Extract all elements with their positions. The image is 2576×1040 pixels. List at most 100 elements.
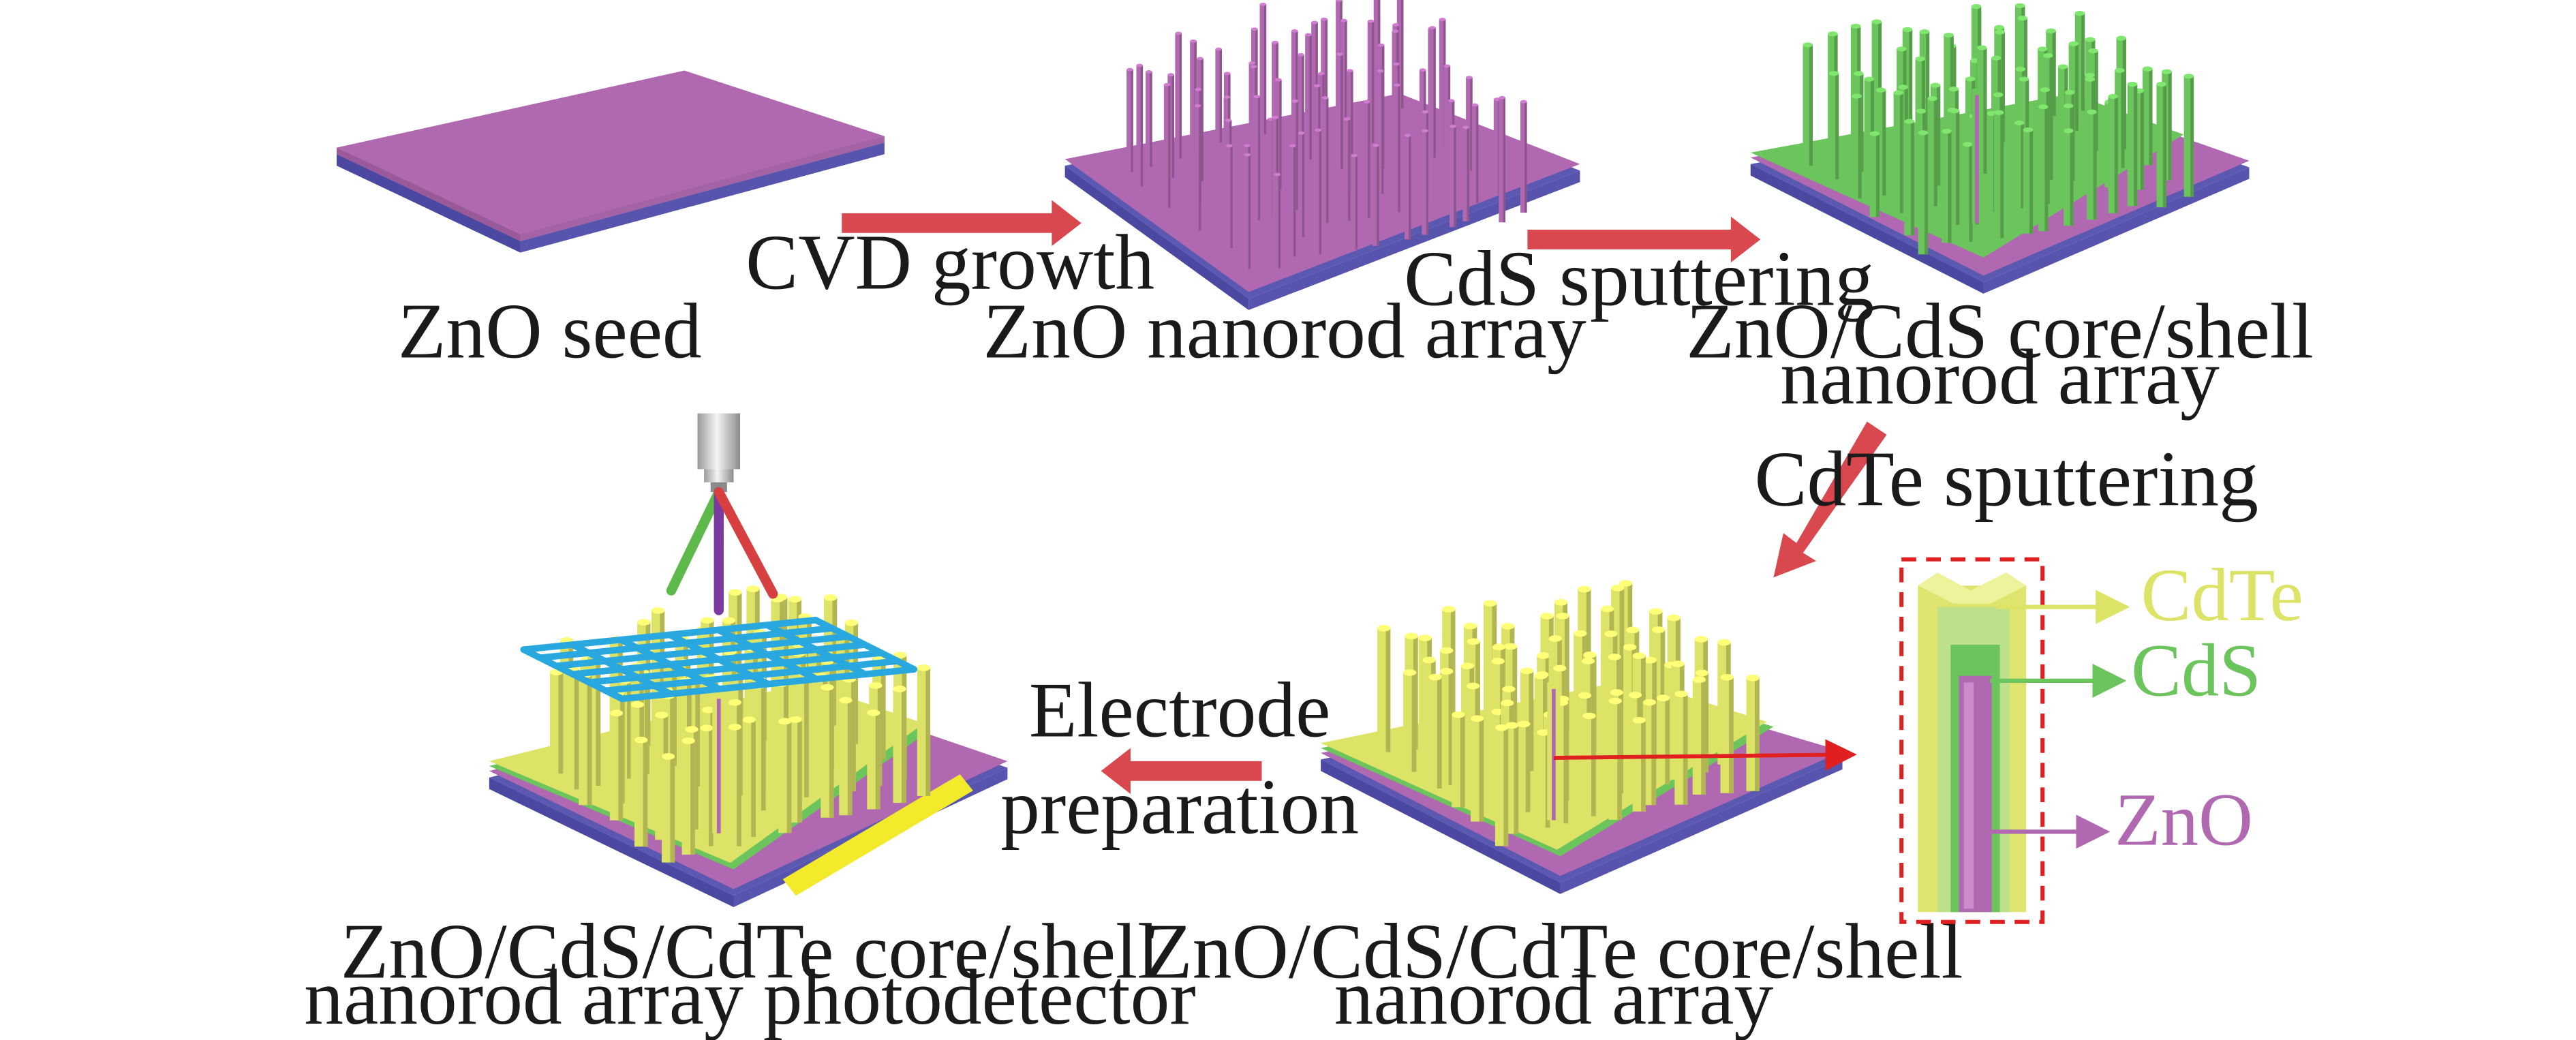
nanorod-tip xyxy=(1553,664,1567,672)
nanorod-tip xyxy=(1994,25,2004,30)
nanorod-tip xyxy=(1404,134,1411,138)
nanorod-tip xyxy=(1803,42,1813,48)
nanorod-tip xyxy=(701,617,714,624)
zno-nanorods xyxy=(1126,0,1527,269)
nanorod-shade xyxy=(1563,702,1569,824)
nanorod-tip xyxy=(2087,109,2097,114)
nanorod-shade xyxy=(2052,31,2056,117)
nanorod-shade xyxy=(618,713,624,821)
nanorod-shade xyxy=(1591,716,1596,816)
nanorod xyxy=(1466,77,1473,171)
nanorod-tip xyxy=(1422,656,1436,664)
nanorod-tip xyxy=(1351,153,1358,157)
nanorod-shade xyxy=(1937,85,1941,186)
nanorod-tip xyxy=(2063,103,2074,108)
nanorod-tip xyxy=(1656,694,1670,702)
nanorod-tip xyxy=(1340,18,1347,22)
nanorod-shade xyxy=(693,729,699,830)
nanorod-shade xyxy=(1355,155,1358,249)
nanorod-tip xyxy=(1363,100,1370,104)
nanorod-shade xyxy=(902,688,906,804)
nanorod-tip xyxy=(1321,17,1328,21)
nanorod-shade xyxy=(1325,19,1328,132)
nanorod-tip xyxy=(869,682,883,689)
nanorod-tip xyxy=(1422,129,1428,133)
nanorod-tip xyxy=(917,664,931,671)
nanorod-tip xyxy=(1608,654,1621,660)
nanorod-shade xyxy=(797,719,802,823)
nanorod-tip xyxy=(2064,128,2074,134)
nanorod-shade xyxy=(2140,91,2145,190)
nanorod-tip xyxy=(1429,26,1436,30)
nanorod-shade xyxy=(2001,32,2005,142)
nanorod-shade xyxy=(1704,673,1709,773)
nanorod-tip xyxy=(1419,68,1426,72)
nanorod-tip xyxy=(2014,3,2025,8)
label-cds-sputtering: CdS sputtering xyxy=(1404,235,1874,322)
nanorod-shade xyxy=(851,679,856,791)
nanorod-tip xyxy=(1195,87,1201,91)
mesh-electrode-line xyxy=(618,666,918,703)
nanorod xyxy=(1394,85,1400,213)
nanorod-shade xyxy=(2044,106,2049,232)
highlight-rod-core xyxy=(716,699,721,833)
nanorod-tip xyxy=(1601,605,1614,613)
nanorod xyxy=(1396,0,1404,109)
label-zno-nanorod-array: ZnO nanorod array xyxy=(983,288,1587,375)
nanorod-shade xyxy=(1295,31,1298,134)
nanorod-tip xyxy=(844,619,859,626)
nanorod-tip xyxy=(1367,19,1375,23)
nanorod-shade xyxy=(1921,59,1925,157)
nanorod-shade xyxy=(645,673,649,774)
nanorod-shade xyxy=(1514,725,1519,834)
nanorod-tip xyxy=(1502,686,1516,692)
nanorod xyxy=(1253,96,1261,221)
cross-section-inset: CdTe CdS ZnO xyxy=(1899,553,2303,924)
nanorod-tip xyxy=(1494,724,1509,731)
nanorod-tip xyxy=(823,594,838,601)
nanorod-shade xyxy=(1460,714,1465,808)
nanorod-shade xyxy=(1302,133,1305,238)
nanorod-tip xyxy=(1852,93,1862,99)
nanorod-shade xyxy=(1437,677,1442,789)
nanorod-tip xyxy=(1428,673,1442,681)
nanorod xyxy=(1340,20,1347,147)
nanorod-tip xyxy=(1226,144,1233,148)
nanorod xyxy=(1146,72,1152,167)
nanorod-shade xyxy=(1131,70,1133,172)
nanorod-shade xyxy=(1729,677,1734,793)
nanorod-tip xyxy=(1298,52,1304,57)
nanorod-shade xyxy=(1371,21,1375,143)
nanorod-shade xyxy=(1878,21,1882,145)
inset-label-cdte: CdTe xyxy=(2141,553,2303,637)
nanorod-tip xyxy=(2019,76,2029,82)
nanorod-tip xyxy=(1948,87,1959,92)
nanorod-shade xyxy=(847,700,853,816)
panel-zno-seed: ZnO seed xyxy=(336,70,885,375)
nanorod-shade xyxy=(1641,720,1646,812)
nanorod xyxy=(1336,54,1343,169)
nanorod-tip xyxy=(685,726,699,733)
nanorod-shade xyxy=(1302,55,1304,183)
nanorod xyxy=(1377,71,1384,194)
nanorod-shade xyxy=(1899,93,1904,213)
nanorod-tip xyxy=(1377,69,1384,73)
nanorod-tip xyxy=(1442,606,1456,613)
step-cds-sputtering: CdS sputtering xyxy=(1404,216,1874,322)
nanorod-shade xyxy=(1385,628,1391,752)
nanorod-tip xyxy=(1556,612,1569,620)
nanorod-shade xyxy=(2190,76,2194,197)
nanorod-shade xyxy=(2114,96,2118,213)
nanorod-shade xyxy=(1910,121,1914,236)
nanorod-tip xyxy=(2183,74,2194,79)
nanorod xyxy=(1274,174,1281,269)
label-electrode-line2: preparation xyxy=(1000,763,1359,851)
nanorod-tip xyxy=(1918,130,1929,136)
nanorod-shade xyxy=(2021,123,2025,209)
inset-label-zno: ZnO xyxy=(2115,778,2253,861)
nanorod-tip xyxy=(1993,110,2004,115)
nanorod xyxy=(1167,74,1174,179)
nanorod-tip xyxy=(1403,669,1417,676)
nanorod-tip xyxy=(2088,48,2098,54)
nanorod-shade xyxy=(1368,102,1370,219)
